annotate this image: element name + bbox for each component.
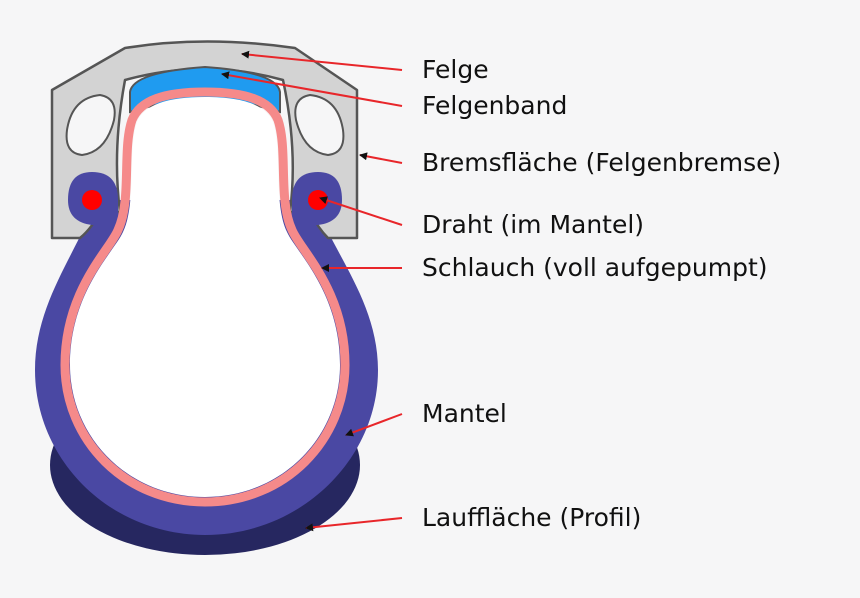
bead-wire-left	[82, 190, 102, 210]
inner-tube	[60, 87, 350, 507]
leader-lauffl	[305, 517, 403, 532]
leader-mantel	[345, 413, 403, 437]
leader-felgenband	[221, 71, 403, 107]
label-lauffl: Lauffläche (Profil)	[422, 503, 642, 532]
label-draht: Draht (im Mantel)	[422, 210, 645, 239]
tube-interior	[70, 97, 340, 497]
rim-hole-right	[294, 93, 345, 157]
label-felgenband: Felgenband	[422, 91, 568, 120]
bead-wire-right	[308, 190, 328, 210]
leader-felge	[241, 50, 403, 71]
label-mantel: Mantel	[422, 399, 507, 428]
rim-hole-left	[65, 93, 116, 157]
leader-draht	[319, 196, 403, 226]
leader-bremsflaeche	[359, 152, 403, 164]
label-schlauch: Schlauch (voll aufgepumpt)	[422, 253, 768, 282]
label-bremsflaeche: Bremsfläche (Felgenbremse)	[422, 148, 782, 177]
label-felge: Felge	[422, 55, 489, 84]
